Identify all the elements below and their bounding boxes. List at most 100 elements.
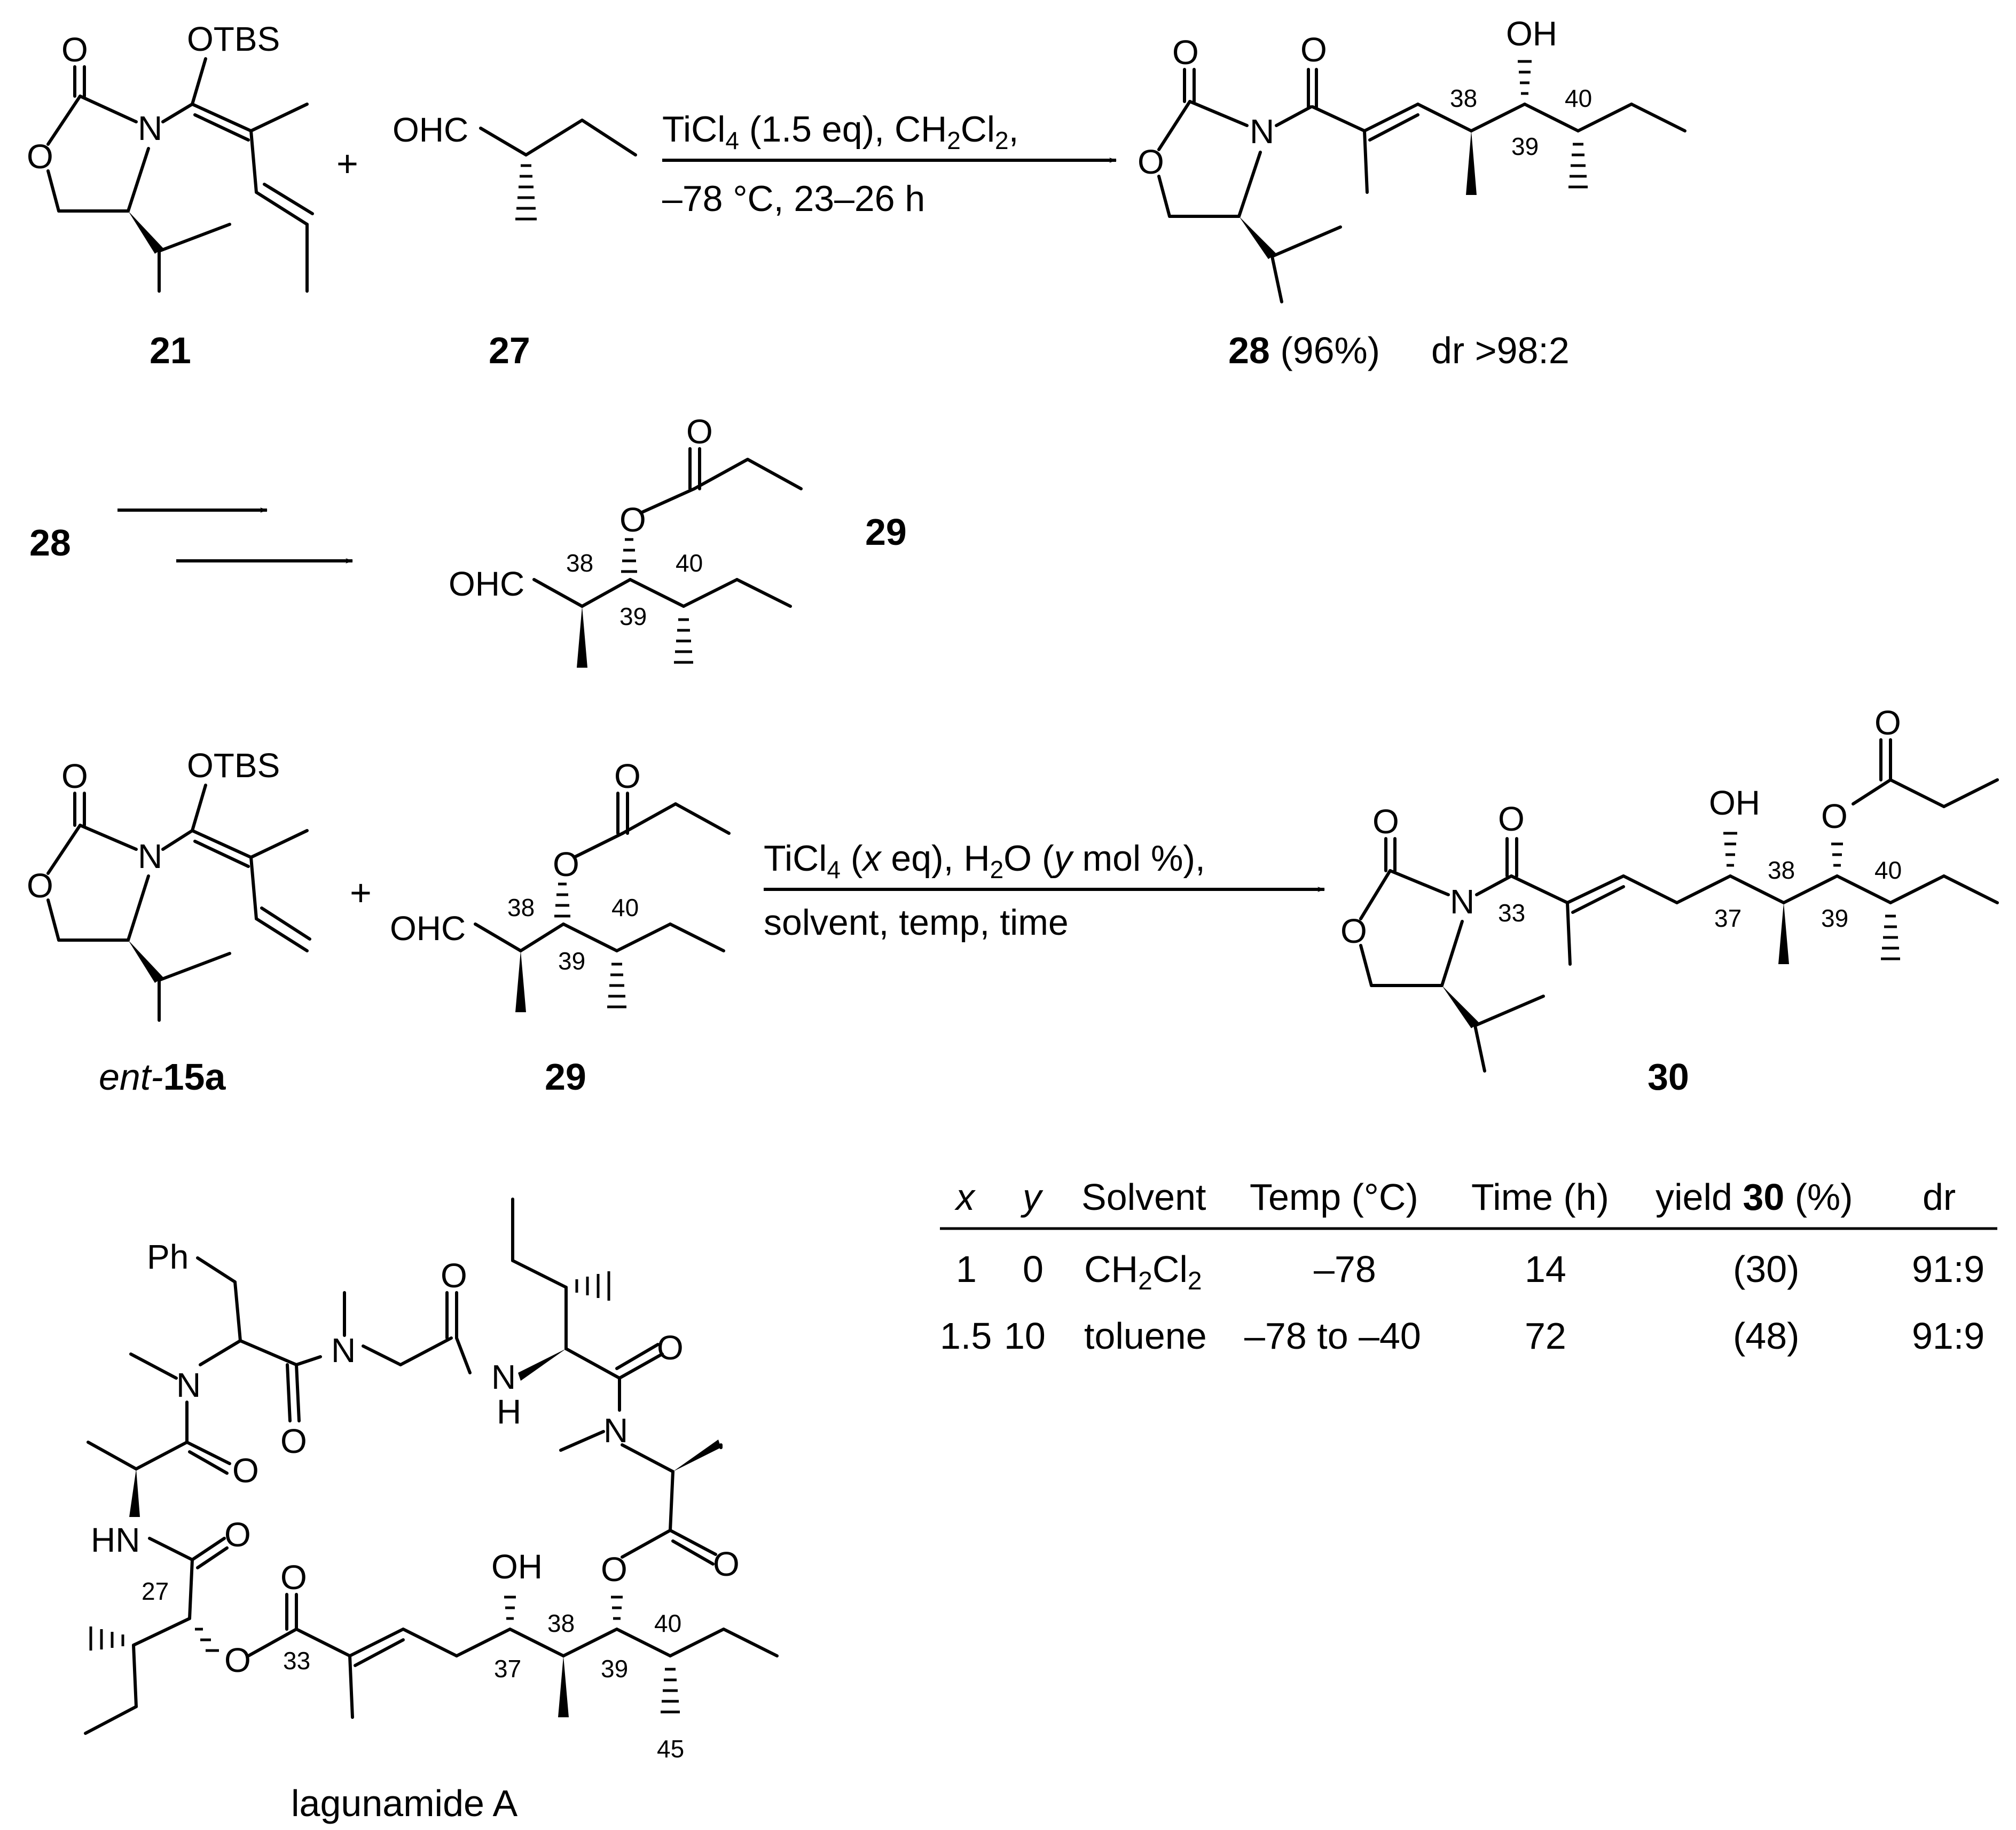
atom-h: H bbox=[497, 1393, 521, 1431]
atom-o-carbonyl: O bbox=[1172, 33, 1199, 72]
oh-label: OH bbox=[1506, 14, 1557, 53]
atom-n: N bbox=[1450, 882, 1474, 921]
atom-o-carbonyl: O bbox=[614, 757, 641, 795]
compound-ent-15a: O O N OTBS ent-15a bbox=[27, 746, 311, 1098]
atom-n-3: N bbox=[331, 1331, 356, 1370]
locant-40: 40 bbox=[611, 894, 639, 921]
locant-40: 40 bbox=[654, 1609, 681, 1637]
oh-label: OH bbox=[491, 1547, 543, 1586]
atom-o-carbonyl: O bbox=[686, 412, 713, 451]
locant-39: 39 bbox=[1511, 132, 1539, 160]
locant-39: 39 bbox=[1821, 904, 1848, 932]
atom-n: N bbox=[1250, 112, 1274, 151]
oh-label: OH bbox=[1709, 784, 1760, 822]
cell-temp: –78 bbox=[1314, 1248, 1376, 1290]
plus-sign-2: + bbox=[350, 872, 372, 913]
atom-o-acyl: O bbox=[1300, 30, 1327, 69]
atom-o-ester-carbonyl: O bbox=[1874, 703, 1901, 742]
cell-x: 1.5 bbox=[940, 1315, 992, 1357]
cell-dr: 91:9 bbox=[1912, 1248, 1984, 1290]
table-row: 1 0 CH2Cl2 –78 14 (30) 91:9 bbox=[956, 1248, 1984, 1295]
atom-o-ester: O bbox=[553, 845, 579, 883]
locant-40: 40 bbox=[1565, 84, 1592, 112]
locant-38: 38 bbox=[1768, 856, 1795, 884]
locant-33: 33 bbox=[1498, 899, 1525, 927]
atom-o-carbonyl: O bbox=[61, 757, 88, 795]
cell-solvent: CH2Cl2 bbox=[1084, 1248, 1202, 1295]
compound-label-27: 27 bbox=[489, 330, 530, 371]
compound-27: OHC 27 bbox=[393, 111, 637, 371]
atom-o-4: O bbox=[280, 1558, 307, 1597]
conditions-table: x y Solvent Temp (°C) Time (h) yield 30 … bbox=[940, 1176, 1997, 1357]
atom-o-9: O bbox=[280, 1422, 307, 1460]
atom-o-2: O bbox=[224, 1515, 251, 1554]
compound-label-28: 28 (96%) bbox=[1228, 330, 1380, 371]
atom-n: N bbox=[138, 109, 162, 147]
compound-28-multistep: 28 bbox=[29, 507, 353, 564]
locant-37: 37 bbox=[1714, 904, 1742, 932]
ohc-label: OHC bbox=[390, 909, 466, 948]
cell-solvent: toluene bbox=[1084, 1315, 1207, 1357]
table-header: x y Solvent Temp (°C) Time (h) yield 30 … bbox=[954, 1176, 1956, 1218]
locant-33: 33 bbox=[283, 1647, 310, 1675]
plus-sign-1: + bbox=[336, 143, 358, 184]
compound-21: O O N OTBS 21 bbox=[27, 20, 314, 371]
compound-label-ent-15a: ent-15a bbox=[99, 1056, 226, 1098]
atom-n-1: N bbox=[176, 1366, 201, 1404]
ohc-label: OHC bbox=[449, 565, 524, 603]
atom-nh: N bbox=[491, 1358, 516, 1396]
atom-o-1: O bbox=[232, 1451, 259, 1490]
header-time: Time (h) bbox=[1471, 1176, 1609, 1218]
cell-yield: (30) bbox=[1733, 1248, 1799, 1290]
atom-o-carbonyl: O bbox=[61, 30, 88, 69]
locant-38: 38 bbox=[566, 549, 593, 577]
locant-37: 37 bbox=[494, 1655, 521, 1683]
atom-o-3: O bbox=[224, 1641, 251, 1679]
cell-time: 14 bbox=[1525, 1248, 1566, 1290]
locant-40: 40 bbox=[1874, 856, 1902, 884]
reaction-arrow-1: TiCl4 (1.5 eq), CH2Cl2, –78 °C, 23–26 h bbox=[662, 109, 1117, 219]
ohc-label: OHC bbox=[393, 111, 468, 149]
conditions-line-1: TiCl4 (x eq), H2O (y mol %), bbox=[764, 838, 1205, 883]
compound-label-28-start: 28 bbox=[29, 522, 71, 564]
locant-40: 40 bbox=[676, 549, 703, 577]
header-solvent: Solvent bbox=[1081, 1176, 1206, 1218]
header-x: x bbox=[954, 1176, 976, 1218]
atom-o-7: O bbox=[657, 1328, 684, 1367]
conditions-line-2: solvent, temp, time bbox=[764, 902, 1069, 943]
locant-39: 39 bbox=[601, 1655, 628, 1683]
locant-27: 27 bbox=[142, 1577, 169, 1605]
locant-45: 45 bbox=[657, 1735, 684, 1763]
atom-o-carbonyl: O bbox=[1372, 802, 1399, 841]
cell-x: 1 bbox=[956, 1248, 977, 1290]
compound-29: O O OHC 38 39 40 29 bbox=[449, 412, 907, 668]
header-y: y bbox=[1021, 1176, 1044, 1218]
cell-y: 0 bbox=[1023, 1248, 1044, 1290]
compound-label-29: 29 bbox=[865, 511, 907, 553]
compound-29-reagent: O O OHC 38 39 40 29 bbox=[390, 757, 731, 1098]
header-temp: Temp (°C) bbox=[1250, 1176, 1418, 1218]
compound-30: O O N O 33 OH 37 38 bbox=[1340, 703, 1999, 1098]
atom-o-8: O bbox=[441, 1256, 467, 1295]
cell-y: 10 bbox=[1004, 1315, 1046, 1357]
compound-label-29-reagent: 29 bbox=[545, 1056, 586, 1098]
atom-o-ester: O bbox=[1821, 797, 1848, 835]
compound-label-lagunamide: lagunamide A bbox=[291, 1782, 518, 1824]
header-yield: yield 30 (%) bbox=[1656, 1176, 1853, 1218]
compound-label-21: 21 bbox=[150, 330, 191, 371]
cell-time: 72 bbox=[1525, 1315, 1566, 1357]
locant-38: 38 bbox=[507, 894, 535, 921]
otbs-label: OTBS bbox=[187, 746, 280, 785]
lagunamide-a: Ph N O HN O 27 O bbox=[84, 1198, 779, 1824]
table-row: 1.5 10 toluene –78 to –40 72 (48) 91:9 bbox=[940, 1315, 1984, 1357]
atom-o-ester: O bbox=[619, 500, 646, 539]
ph-label: Ph bbox=[147, 1238, 189, 1276]
header-dr: dr bbox=[1923, 1176, 1956, 1218]
locant-38: 38 bbox=[547, 1609, 575, 1637]
conditions-line-2: –78 °C, 23–26 h bbox=[662, 178, 925, 219]
compound-28: O O N O 38 39 40 OH bbox=[1138, 14, 1686, 371]
atom-o-acyl: O bbox=[1498, 800, 1525, 838]
cell-temp: –78 to –40 bbox=[1244, 1315, 1421, 1357]
cell-dr: 91:9 bbox=[1912, 1315, 1984, 1357]
